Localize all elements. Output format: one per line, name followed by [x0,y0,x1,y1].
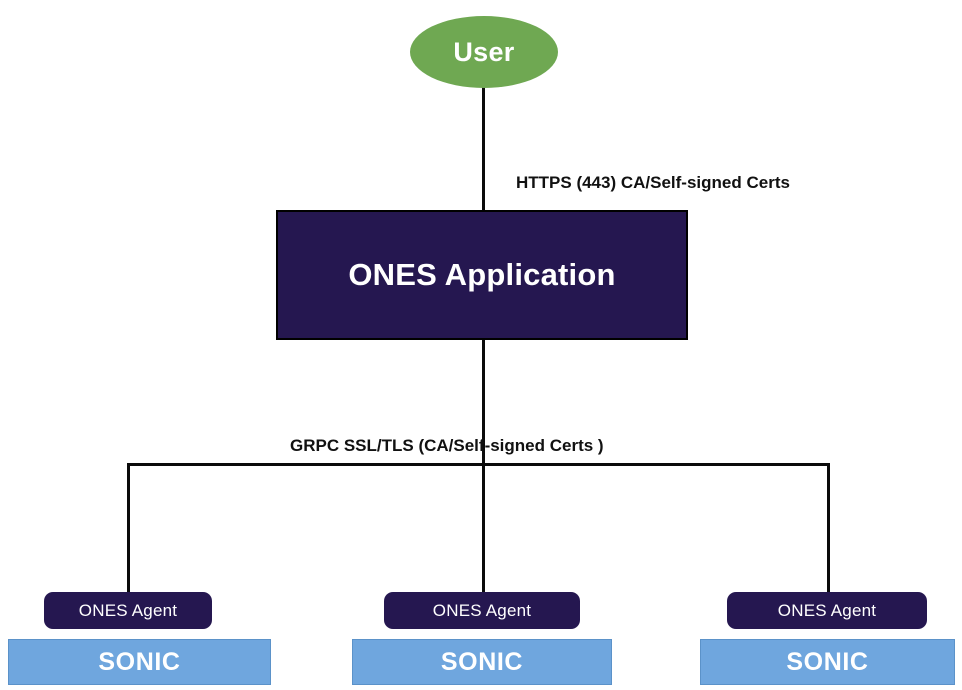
connector-application-to-bus [482,338,485,466]
node-ones-agent-3-label: ONES Agent [777,600,877,620]
node-sonic-2[interactable]: SONIC [352,639,612,685]
node-sonic-1[interactable]: SONIC [8,639,271,685]
connector-bus-to-agent-1 [127,463,130,594]
node-ones-agent-3[interactable]: ONES Agent [727,592,927,629]
node-ones-application-label: ONES Application [348,257,616,292]
node-user-label: User [453,36,515,67]
edge-label-application-to-agents-line1: GRPC SSL/TLS (CA/Self-signed Certs ) [290,436,604,456]
node-user[interactable]: User [410,16,558,88]
connector-bus-to-agent-3 [827,463,830,594]
connector-bus-horizontal [127,463,830,466]
node-ones-application[interactable]: ONES Application [276,210,688,340]
node-ones-agent-1-label: ONES Agent [78,600,178,620]
connector-user-to-application [482,84,485,212]
node-sonic-1-label: SONIC [98,647,181,676]
edge-label-user-to-application-line1: HTTPS (443) CA/Self-signed Certs [516,173,790,193]
node-ones-agent-2-label: ONES Agent [432,600,532,620]
node-ones-agent-2[interactable]: ONES Agent [384,592,580,629]
node-sonic-3-label: SONIC [786,647,869,676]
connector-bus-to-agent-2 [482,463,485,594]
edge-label-application-to-agents: GRPC SSL/TLS (CA/Self-signed Certs ) [290,385,604,508]
node-sonic-3[interactable]: SONIC [700,639,955,685]
node-ones-agent-1[interactable]: ONES Agent [44,592,212,629]
node-sonic-2-label: SONIC [440,647,524,676]
